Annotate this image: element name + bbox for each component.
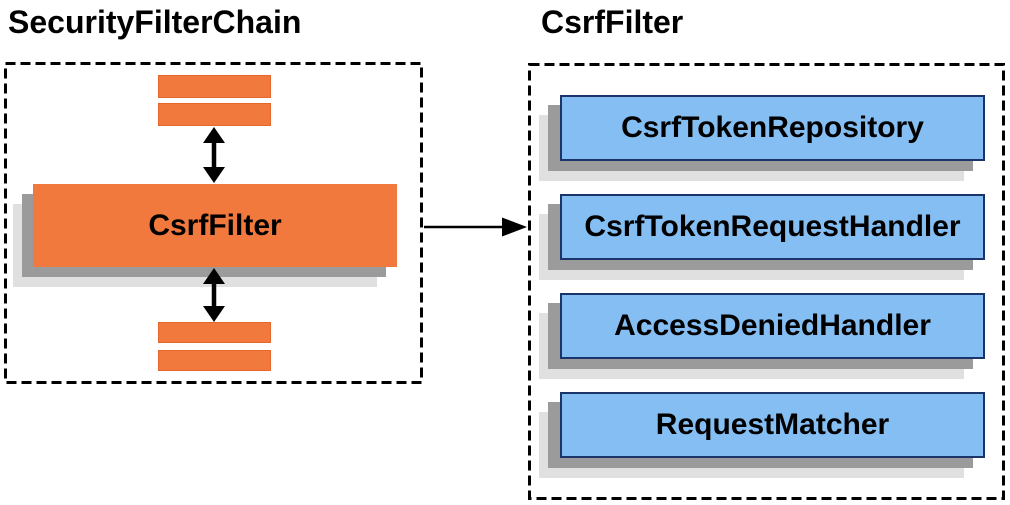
double-arrow-top-icon	[203, 127, 225, 183]
component-label: CsrfTokenRequestHandler	[584, 210, 961, 243]
component-csrf-token-repository: CsrfTokenRepository	[560, 95, 985, 161]
csrf-filter-title: CsrfFilter	[541, 4, 684, 40]
component-request-matcher: RequestMatcher	[560, 392, 985, 458]
filter-placeholder-bar	[158, 103, 271, 126]
component-access-denied-handler: AccessDeniedHandler	[560, 293, 985, 359]
component-label: CsrfTokenRepository	[621, 111, 924, 144]
double-arrow-bottom-icon	[203, 268, 225, 322]
filter-placeholder-bar	[158, 322, 271, 343]
csrf-filter-node: CsrfFilter	[33, 184, 397, 267]
csrf-filter-node-label: CsrfFilter	[148, 208, 282, 242]
filter-placeholder-bar	[158, 350, 271, 371]
filter-placeholder-bar	[158, 75, 271, 98]
component-csrf-token-request-handler: CsrfTokenRequestHandler	[560, 194, 985, 260]
component-label: RequestMatcher	[655, 408, 890, 441]
arrow-right-icon	[424, 217, 527, 237]
component-label: AccessDeniedHandler	[614, 309, 931, 342]
security-filter-chain-title: SecurityFilterChain	[8, 4, 302, 40]
